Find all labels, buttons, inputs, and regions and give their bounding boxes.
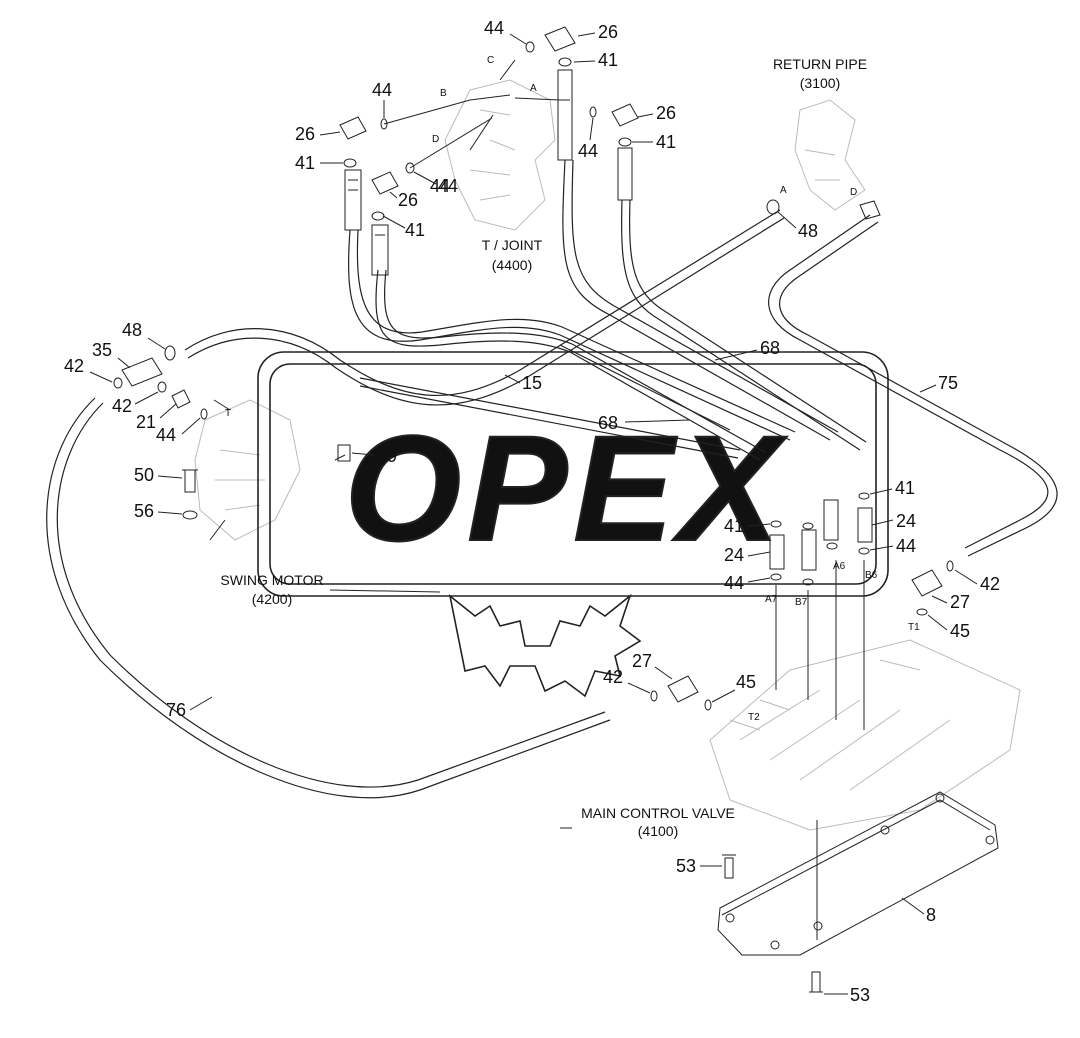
part-number: 41 [598,50,618,70]
t-joint-ghost [444,79,556,231]
part-number: 44 [156,425,176,445]
t-joint-label: T / JOINT [482,237,543,253]
part-number: 44 [724,573,744,593]
part-number: 41 [724,516,744,536]
part-number: 24 [724,545,744,565]
port-b7: B7 [795,597,808,608]
return-pipe-label: RETURN PIPE [773,56,867,72]
main-control-valve-label: MAIN CONTROL VALVE [581,805,735,821]
port-a-return: A [780,185,787,196]
part-number: 15 [522,373,542,393]
part-number: 45 [950,621,970,641]
part-number: 41 [895,478,915,498]
part-numbers: 44 26 41 44 26 41 26 44 44 41 26 44 41 4… [64,18,1000,1005]
part-number: 48 [798,221,818,241]
base-plate [717,791,999,956]
part-number: 44 [438,176,458,196]
port-t1: T1 [908,622,920,633]
part-number: 44 [372,80,392,100]
part-number: 45 [736,672,756,692]
part-number: 24 [896,511,916,531]
part-number: 53 [850,985,870,1005]
part-number: 26 [656,103,676,123]
t-joint-code: (4400) [492,257,532,273]
port-labels: C B A D A D T A6 B6 A7 B7 T1 T2 [225,55,920,723]
part-number: 44 [484,18,504,38]
part-number: 44 [430,176,450,196]
part-number: 26 [398,190,418,210]
hose-lines [46,159,1058,799]
part-number: 53 [676,856,696,876]
part-number: 68 [760,338,780,358]
part-number: 8 [926,905,936,925]
part-number: 42 [64,356,84,376]
swing-motor-ghost [194,399,301,541]
part-number: 76 [166,700,186,720]
part-number: 26 [598,22,618,42]
part-number: 44 [896,536,916,556]
part-number: 42 [980,574,1000,594]
port-d-return: D [850,187,857,198]
opex-watermark: OPEX [257,351,889,698]
part-number: 41 [405,220,425,240]
part-number: 42 [112,396,132,416]
port-c: C [487,55,494,66]
main-control-valve-ghost [709,639,1021,831]
part-number: 56 [134,501,154,521]
port-b6: B6 [865,570,878,581]
part-number: 41 [656,132,676,152]
part-number: 26 [295,124,315,144]
part-number: 68 [598,413,618,433]
return-pipe-code: (3100) [800,75,840,91]
part-number: 35 [92,340,112,360]
part-number: 27 [950,592,970,612]
return-pipe-ghost [794,99,866,211]
part-number: 41 [295,153,315,173]
port-a7: A7 [765,594,778,605]
assembly-labels: RETURN PIPE (3100) T / JOINT (4400) SWIN… [220,56,867,839]
swing-motor-code: (4200) [252,591,292,607]
port-t2: T2 [748,712,760,723]
main-control-valve-code: (4100) [638,823,678,839]
part-number: 50 [134,465,154,485]
part-number: 42 [603,667,623,687]
port-a: A [530,83,537,94]
part-number: 75 [938,373,958,393]
part-number: 21 [136,412,156,432]
port-d: D [432,134,439,145]
part-number: 44 [578,141,598,161]
port-a6: A6 [833,561,846,572]
part-number: 39 [377,446,397,466]
port-t: T [225,408,231,419]
fittings [113,26,954,993]
port-b: B [440,88,447,99]
watermark-text: OPEX [345,404,788,572]
part-number: 27 [632,651,652,671]
swing-motor-label: SWING MOTOR [220,572,323,588]
leader-lines [209,59,865,940]
part-number: 48 [122,320,142,340]
